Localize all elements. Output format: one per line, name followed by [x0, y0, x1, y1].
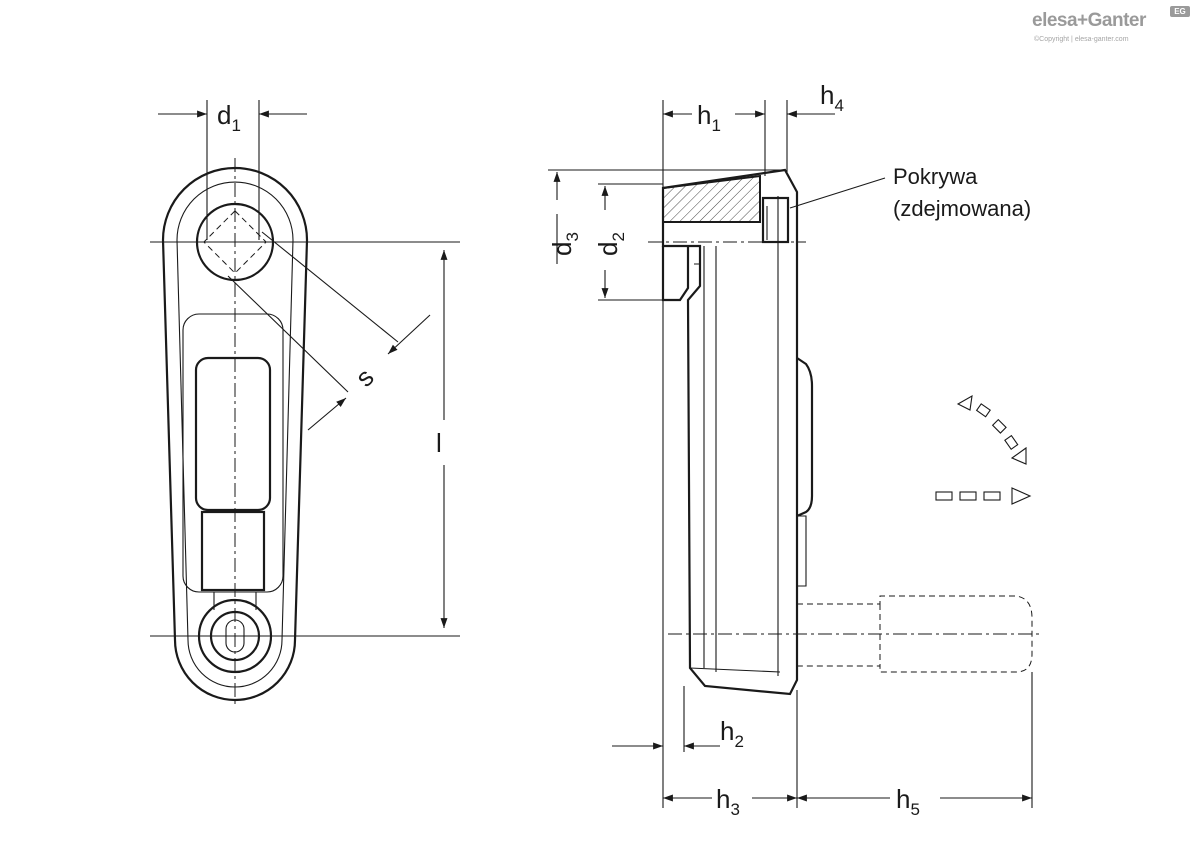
cover-section [662, 174, 761, 223]
side-body-outline [661, 168, 799, 696]
side-view [648, 168, 1040, 696]
grip-shaft [200, 510, 266, 592]
logo-copyright: ©Copyright | elesa-ganter.com [1034, 36, 1129, 43]
label-h5: h5 [896, 784, 920, 819]
callout-line2: (zdejmowana) [893, 196, 1031, 221]
elesa-ganter-logo: elesa+Ganter EG ©Copyright | elesa-gante… [1032, 6, 1192, 46]
dim-h3: h3 [663, 784, 797, 819]
label-h3: h3 [716, 784, 740, 819]
dim-d1: d1 [158, 100, 307, 240]
dim-h5: h5 [797, 784, 1032, 819]
handle-recess [182, 313, 284, 593]
dim-h4: h4 [787, 80, 844, 118]
label-d1: d1 [217, 100, 241, 135]
dim-d3: d3 [547, 172, 582, 264]
label-s: s [349, 362, 379, 392]
label-h1: h1 [697, 100, 721, 135]
folding-grip [797, 595, 1033, 673]
side-bottom-chamfer [689, 667, 781, 673]
label-h4: h4 [820, 80, 844, 115]
logo-badge: EG [1170, 6, 1190, 17]
dim-h1: h1 [663, 100, 765, 135]
linear-arrow-icon [935, 487, 1032, 505]
dim-s: s [227, 231, 431, 431]
dim-d2: d2 [593, 186, 628, 298]
lever-latch [796, 357, 814, 518]
label-l: l [436, 428, 442, 458]
callout-cover: Pokrywa (zdejmowana) [789, 164, 1031, 221]
rotation-arrow-icon [956, 394, 1027, 465]
hub-boss [661, 246, 690, 302]
square-socket [203, 210, 267, 274]
label-d2: d2 [593, 232, 628, 256]
label-d3: d3 [547, 232, 582, 256]
dim-l: l [436, 249, 448, 628]
front-view [150, 158, 460, 708]
label-h2: h2 [720, 716, 744, 751]
dim-h2: h2 [612, 716, 744, 751]
handle-body-inner [176, 181, 294, 688]
grip-handle [194, 356, 272, 512]
logo-brand: elesa+Ganter [1032, 10, 1146, 31]
callout-line1: Pokrywa [893, 164, 978, 189]
handle-body-outline [161, 166, 309, 702]
lever-latch-lower [797, 515, 807, 587]
side-extension-lines [548, 100, 1033, 808]
